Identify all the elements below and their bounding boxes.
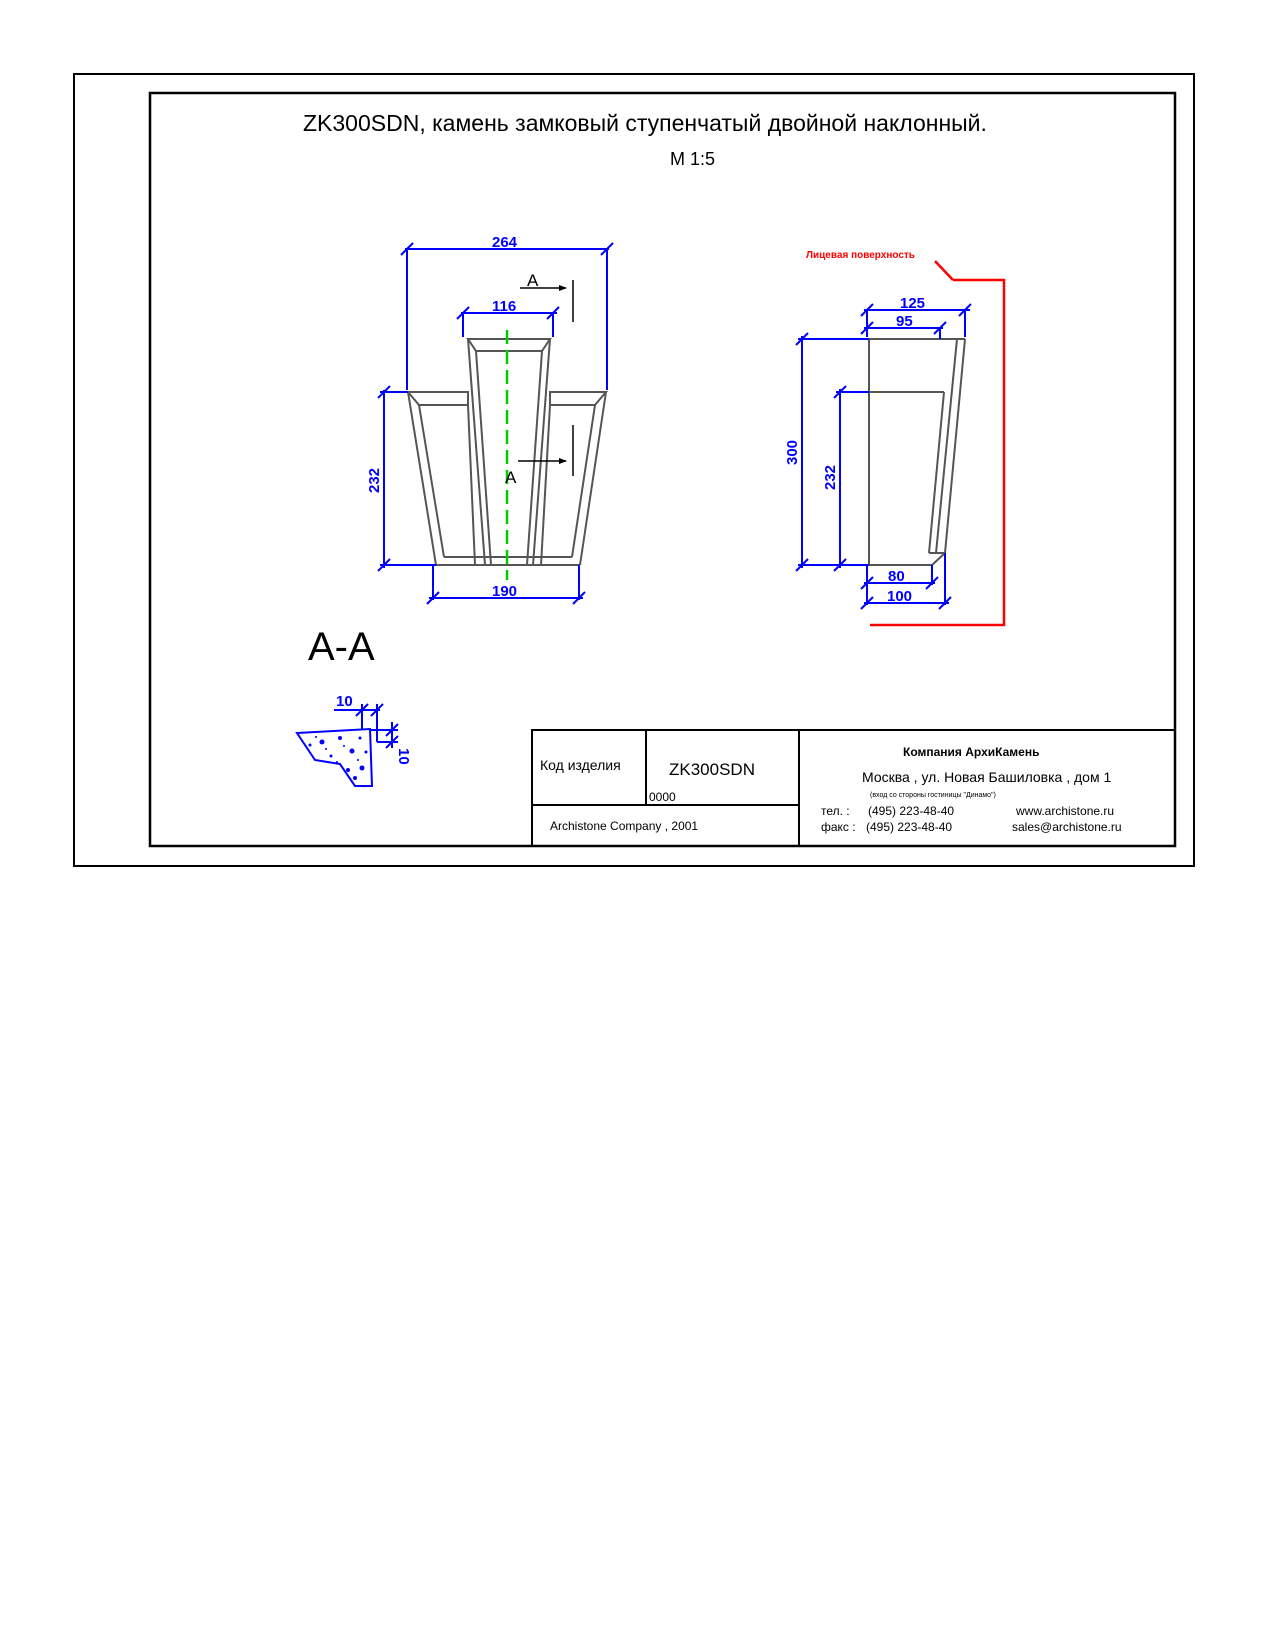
company-address: Москва , ул. Новая Башиловка , дом 1 — [862, 769, 1111, 785]
fax-value: (495) 223-48-40 — [866, 820, 952, 834]
code-number: 0000 — [649, 790, 676, 804]
dim-95-lines — [860, 321, 947, 339]
title-block: Код изделия ZK300SDN 0000 Archistone Com… — [531, 729, 1176, 847]
dim-232-side-label: 232 — [822, 465, 839, 490]
address-note: (вход со стороны гостиницы "Динамо") — [870, 792, 996, 799]
dim-232-front-lines — [377, 385, 436, 572]
drawing-title: ZK300SDN, камень замковый ступенчатый дв… — [303, 110, 987, 136]
section-dim-horizontal: 10 — [336, 693, 353, 710]
dim-300-lines — [795, 332, 869, 572]
side-view: Лицевая поверхность 125 95 300 — [784, 250, 1006, 627]
dim-125-label: 125 — [900, 295, 925, 312]
front-view-outline — [405, 338, 609, 566]
section-marker-lines — [518, 280, 574, 476]
code-label: Код изделия — [540, 757, 621, 773]
dim-100-label: 100 — [887, 588, 912, 605]
dim-190-lines — [426, 565, 586, 605]
section-aa: А-А 10 10 — [295, 625, 412, 787]
dim-100-lines — [860, 553, 952, 610]
company-name: Компания АрхиКамень — [903, 745, 1039, 759]
section-mark-top: А — [527, 271, 539, 290]
face-surface-label: Лицевая поверхность — [806, 250, 915, 261]
section-profile — [295, 727, 374, 787]
email-link[interactable]: sales@archistone.ru — [1012, 820, 1122, 834]
dim-95-label: 95 — [896, 313, 913, 330]
dim-116-label: 116 — [492, 298, 516, 315]
phone-label: тел. : — [821, 804, 850, 818]
dim-190-label: 190 — [492, 583, 517, 600]
dim-264-label: 264 — [492, 234, 518, 251]
section-dim-vertical: 10 — [395, 748, 412, 765]
drawing-scale: М 1:5 — [670, 149, 715, 169]
dim-300-label: 300 — [784, 440, 801, 465]
copyright: Archistone Company , 2001 — [550, 819, 698, 833]
side-view-outline — [868, 338, 966, 566]
phone-value: (495) 223-48-40 — [868, 804, 954, 818]
section-dim-lines — [334, 703, 399, 749]
website-link[interactable]: www.archistone.ru — [1015, 804, 1114, 818]
section-aa-title: А-А — [308, 625, 375, 669]
front-view: 264 116 232 190 — [366, 234, 614, 605]
code-value: ZK300SDN — [669, 760, 755, 779]
outer-frame — [73, 73, 1195, 867]
section-mark-bottom: А — [505, 468, 517, 487]
dim-125-lines — [860, 303, 972, 337]
fax-label: факс : — [821, 820, 856, 834]
face-surface-marker — [870, 260, 1006, 627]
title-block-grid — [531, 729, 1176, 847]
dim-80-label: 80 — [888, 568, 905, 585]
dim-232-side-lines — [798, 385, 869, 572]
dim-232-front-label: 232 — [366, 468, 383, 493]
dim-116-lines — [456, 306, 560, 337]
dim-264-lines — [400, 242, 614, 390]
